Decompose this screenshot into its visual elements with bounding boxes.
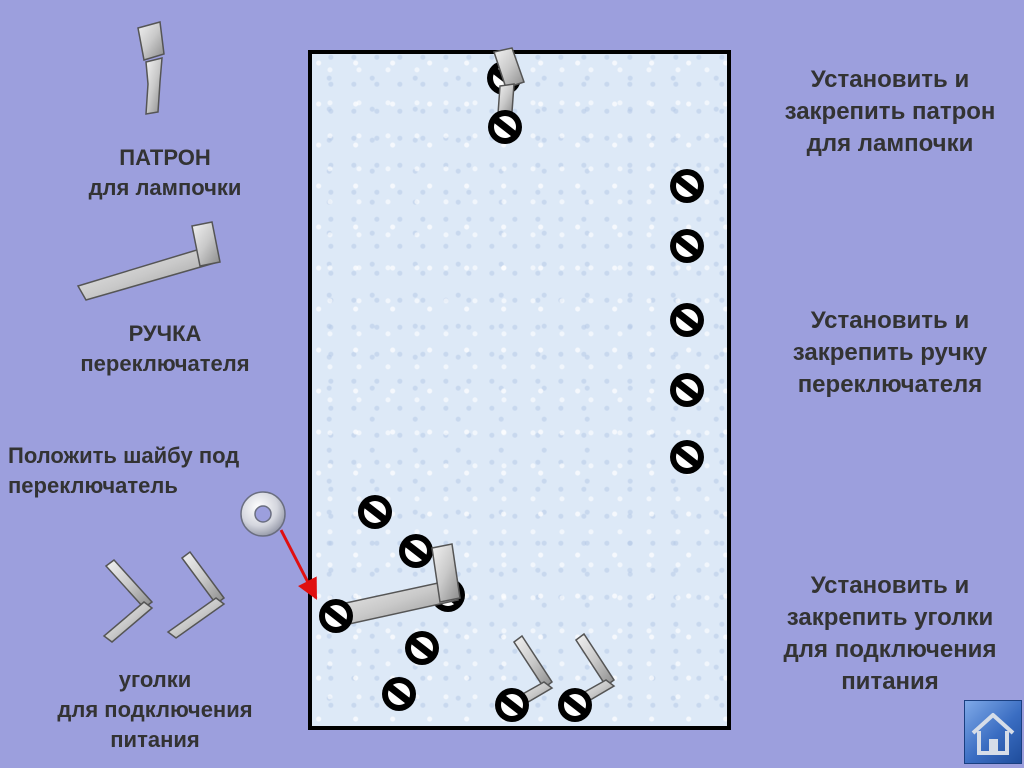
washer-icon bbox=[240, 491, 286, 537]
screw-icon bbox=[358, 495, 392, 529]
brackets-label-line1: уголки bbox=[118, 667, 192, 692]
step-handle-instruction: Установить и закрепить ручку переключате… bbox=[755, 305, 1024, 401]
screw-icon bbox=[382, 677, 416, 711]
installed-socket-icon bbox=[493, 47, 525, 115]
brackets-part-icon bbox=[102, 550, 226, 643]
screw-icon bbox=[670, 229, 704, 263]
home-icon bbox=[971, 713, 1015, 755]
step-brackets-line2: закрепить уголки bbox=[786, 604, 994, 631]
mounting-board bbox=[308, 50, 731, 730]
washer-placement-arrow bbox=[279, 529, 318, 600]
screw-icon bbox=[558, 688, 592, 722]
step-socket-line1: Установить и bbox=[810, 66, 970, 93]
step-socket-line2: закрепить патрон bbox=[784, 98, 996, 125]
step-socket-instruction: Установить и закрепить патрон для лампоч… bbox=[755, 64, 1024, 160]
step-handle-line3: переключателя bbox=[797, 371, 983, 398]
handle-part-icon bbox=[76, 221, 221, 301]
socket-part-icon bbox=[137, 21, 165, 115]
step-brackets-instruction: Установить и закрепить уголки для подклю… bbox=[755, 570, 1024, 698]
brackets-label-line3: питания bbox=[110, 727, 200, 752]
screw-icon bbox=[488, 110, 522, 144]
washer-label-line2: переключатель bbox=[8, 473, 178, 498]
step-brackets-line1: Установить и bbox=[810, 572, 970, 599]
screw-icon bbox=[670, 440, 704, 474]
step-handle-line1: Установить и bbox=[810, 307, 970, 334]
screw-icon bbox=[670, 373, 704, 407]
screw-icon bbox=[399, 534, 433, 568]
screw-icon bbox=[670, 169, 704, 203]
screw-icon bbox=[405, 631, 439, 665]
screw-icon bbox=[670, 303, 704, 337]
brackets-label-line2: для подключения bbox=[57, 697, 253, 722]
brackets-label: уголки для подключения питания bbox=[30, 665, 280, 755]
installed-handle-icon bbox=[330, 543, 461, 627]
socket-label: ПАТРОН для лампочки bbox=[60, 143, 270, 203]
screw-icon bbox=[319, 599, 353, 633]
step-brackets-line3: для подключения bbox=[783, 636, 997, 663]
handle-label: РУЧКА переключателя bbox=[50, 319, 280, 379]
step-socket-line3: для лампочки bbox=[806, 130, 974, 157]
step-brackets-line4: питания bbox=[841, 668, 939, 695]
socket-label-title: ПАТРОН bbox=[119, 145, 211, 170]
step-handle-line2: закрепить ручку bbox=[792, 339, 988, 366]
screw-icon bbox=[495, 688, 529, 722]
socket-label-subtitle: для лампочки bbox=[88, 175, 242, 200]
washer-label-line1: Положить шайбу под bbox=[8, 443, 240, 468]
washer-label: Положить шайбу под переключатель bbox=[8, 441, 239, 501]
handle-label-subtitle: переключателя bbox=[80, 351, 250, 376]
handle-label-title: РУЧКА bbox=[128, 321, 202, 346]
home-button[interactable] bbox=[964, 700, 1022, 764]
